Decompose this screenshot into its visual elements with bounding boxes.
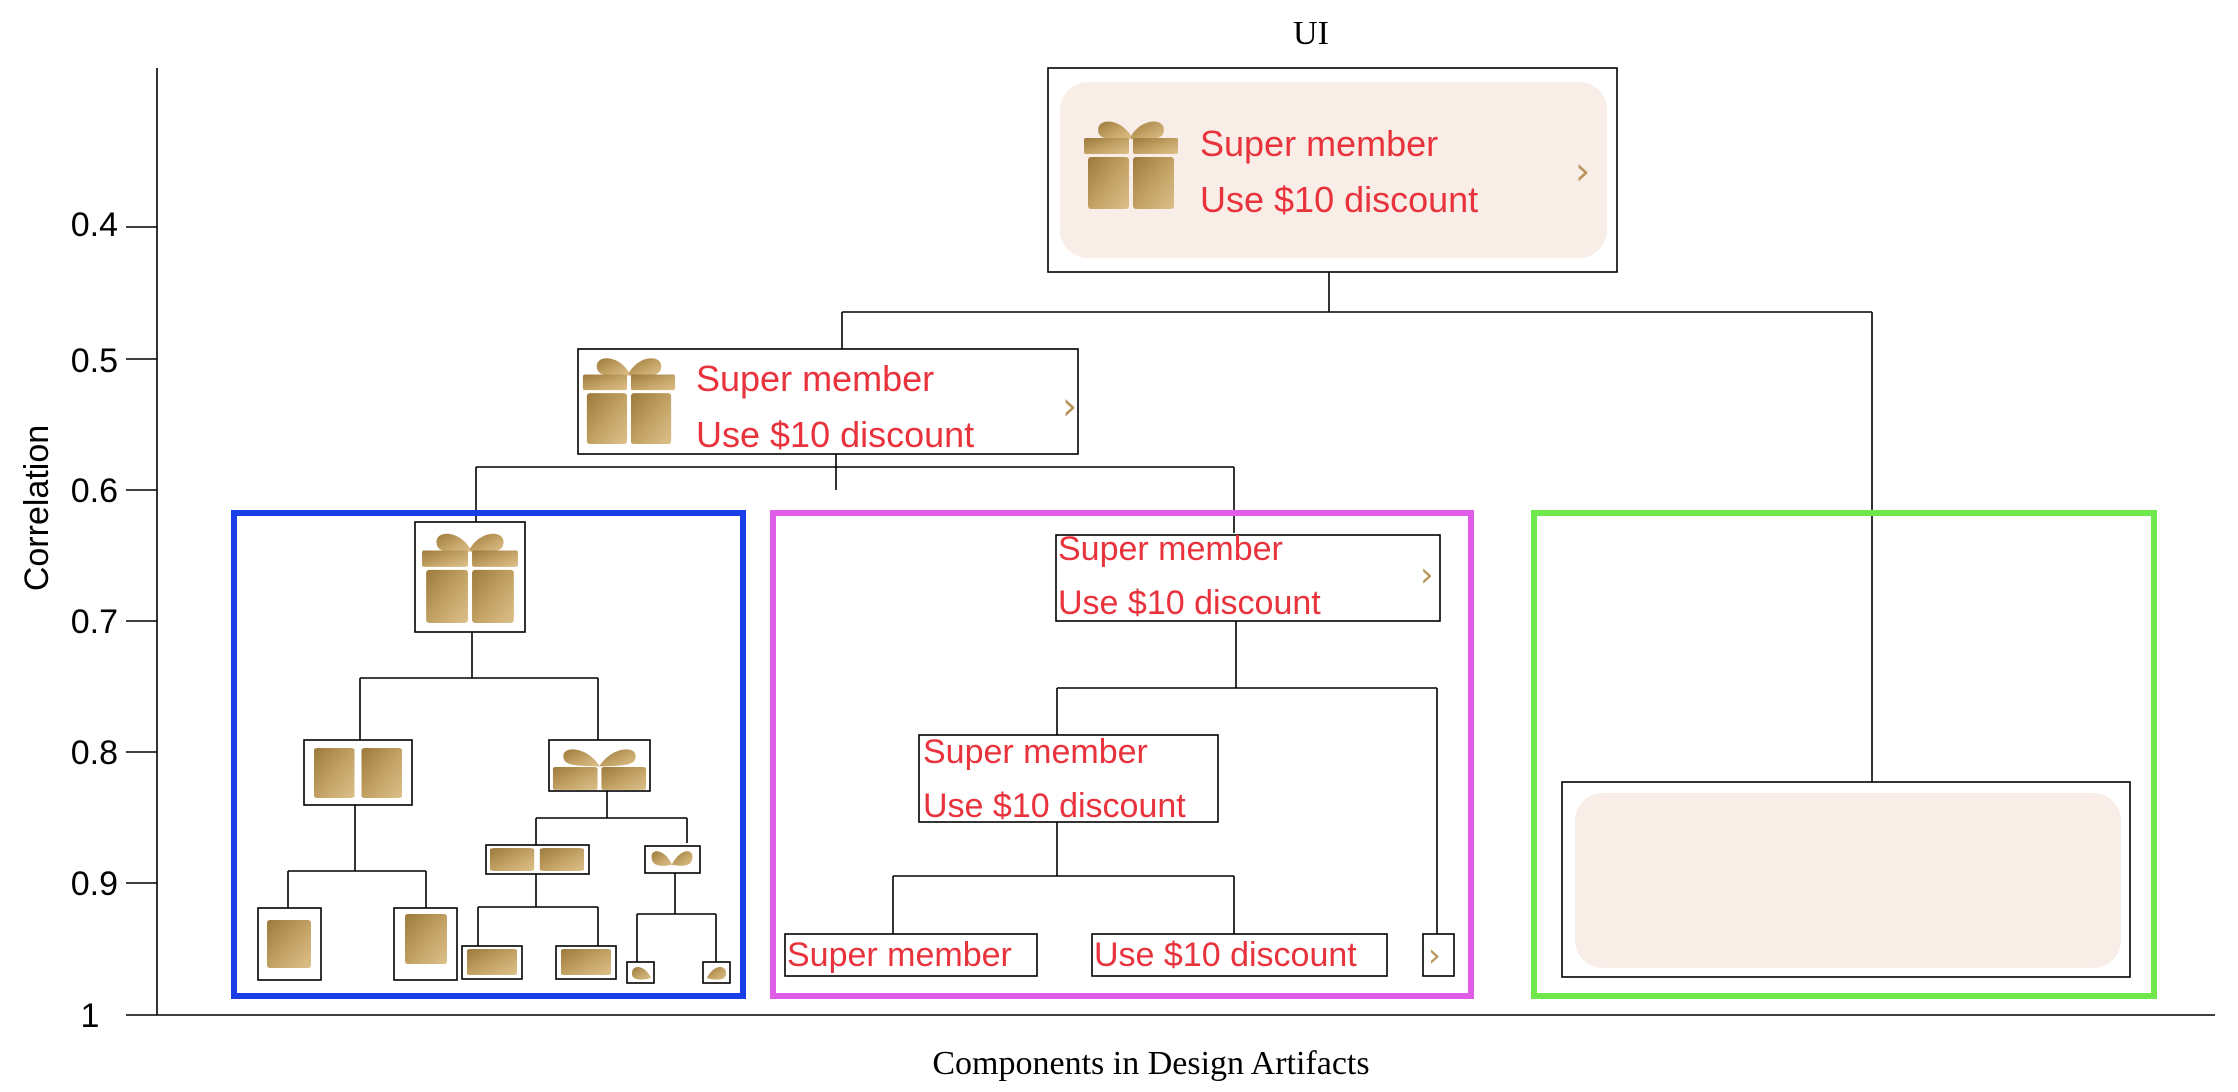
cluster-box-background xyxy=(1531,510,2157,999)
card-line2: Use $10 discount xyxy=(1200,179,1478,220)
card-line1: Super member xyxy=(787,936,1012,974)
card-line1: Super member xyxy=(923,733,1148,771)
cluster-box-text xyxy=(770,510,1474,999)
y-axis-label: Correlation xyxy=(18,425,56,591)
y-axis: 0.4 0.5 0.6 0.7 0.8 0.9 1 Correlation xyxy=(18,68,2215,1035)
y-tick-label: 0.6 xyxy=(71,472,118,510)
root-node-card: Super member Use $10 discount › xyxy=(1047,67,1618,273)
x-axis-label: Components in Design Artifacts xyxy=(932,1045,1369,1082)
card-line2: Use $10 discount xyxy=(1094,936,1357,974)
card-line1: Super member xyxy=(1200,123,1438,164)
y-tick-label: 0.5 xyxy=(71,342,118,380)
chevron-right-icon: › xyxy=(1575,149,1590,193)
y-tick-label: 0.8 xyxy=(71,734,118,772)
chart-title: UI xyxy=(1293,15,1329,52)
y-tick-label: 0.7 xyxy=(71,603,118,641)
chevron-right-icon: › xyxy=(1420,555,1434,595)
y-tick-label: 0.4 xyxy=(71,206,118,244)
card-background xyxy=(1575,793,2121,968)
card-line2: Use $10 discount xyxy=(696,414,974,455)
dendrogram-links xyxy=(287,272,1873,962)
content-node: Super member Use $10 discount › xyxy=(577,348,1079,455)
y-tick-label: 1 xyxy=(81,997,100,1035)
y-tick-label: 0.9 xyxy=(71,865,118,903)
card-line1: Super member xyxy=(696,358,934,399)
icon-cluster xyxy=(257,521,731,984)
gift-body-left-icon xyxy=(267,920,311,968)
cluster-box-icons xyxy=(231,510,746,999)
background-cluster xyxy=(1561,781,2131,978)
card-line2: Use $10 discount xyxy=(923,787,1186,825)
gift-lid-right-icon xyxy=(561,949,611,975)
card-line2: Use $10 discount xyxy=(1058,584,1321,622)
text-cluster: Super member Use $10 discount › Super me… xyxy=(784,530,1455,977)
card-line1: Super member xyxy=(1058,530,1283,568)
chevron-right-icon: › xyxy=(1062,384,1077,428)
gift-body-right-icon xyxy=(405,914,447,964)
card-background xyxy=(1060,82,1607,258)
gift-lid-left-icon xyxy=(467,949,517,975)
chevron-right-icon: › xyxy=(1428,936,1441,974)
